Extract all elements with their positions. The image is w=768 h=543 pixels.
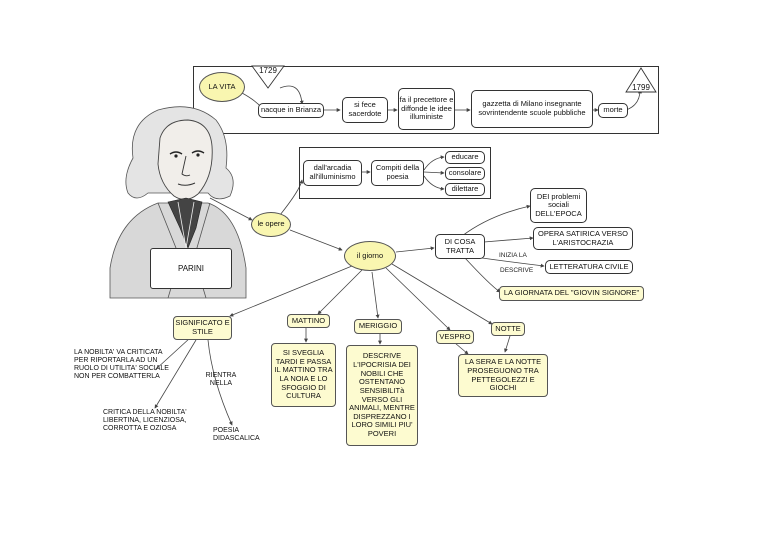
label-inizia: INIZIA LA [499,252,527,259]
link-dicosa-problemi [461,204,531,237]
link-notte-sera [504,335,511,353]
link-significato-didascalica [207,339,233,426]
year-birth-triangle [251,65,285,89]
node-letteratura-civile: LETTERATURA CIVILE [545,260,633,274]
node-morte: morte [598,103,628,118]
node-consolare: consolare [445,167,485,180]
node-compiti: Compiti della poesia [371,160,424,186]
opere-frame [299,147,491,199]
node-dilettare: dilettare [445,183,485,196]
node-la-vita: LA VITA [199,72,245,102]
link-giorno-dicosa [395,246,435,253]
node-le-opere: le opere [251,212,291,237]
link-opere-giorno [289,229,343,251]
link-compiti-educare [423,155,445,171]
link-dicosa-giornata [464,257,501,293]
node-problemi: DEI problemi sociali DELL'EPOCA [530,188,587,223]
node-significato: SIGNIFICATO E STILE [173,316,232,340]
node-educare: educare [445,151,485,164]
link-significato-critica [154,339,197,409]
year-death-triangle [625,67,657,93]
node-nacque: nacque in Brianza [258,103,324,118]
node-giornata: LA GIORNATA DEL "GIOVIN SIGNORE" [499,286,644,301]
label-rientra: RIENTRA NELLA [205,372,237,388]
link-portrait-opere [209,197,253,221]
node-sera-text: LA SERA E LA NOTTE PROSEGUONO TRA PETTEG… [458,354,548,397]
link-dicosa-satirica [483,236,534,243]
node-mattino: MATTINO [287,314,330,328]
text-poesia-didascalica: POESIA DIDASCALICA [213,427,260,443]
year-death: 1799 [632,83,650,92]
node-di-cosa-tratta: DI COSA TRATTA [435,234,485,259]
link-giorno-vespro [385,267,451,331]
link-1729-nacque [279,85,304,105]
node-meriggio: MERIGGIO [354,319,402,334]
label-descrive: DESCRIVE [500,267,534,274]
node-meriggio-text: DESCRIVE L'IPOCRISIA DEI NOBILI CHE OSTE… [346,345,418,446]
node-opera-satirica: OPERA SATIRICA VERSO L'ARISTOCRAZIA [533,227,633,250]
link-opere-arcadia [279,179,304,216]
link-compiti-dilettare [423,175,445,191]
link-giorno-mattino [317,269,363,315]
node-mattino-text: SI SVEGLIA TARDI E PASSA IL MATTINO TRA … [271,343,336,407]
node-precettore: fa il precettore e diffonde le idee illu… [398,88,455,130]
node-sacerdote: si fece sacerdote [342,97,388,123]
link-vespro-sera [454,342,469,355]
year-birth: 1729 [259,66,277,75]
node-vespro: VESPRO [436,330,474,344]
link-compiti-consolare [423,170,445,175]
vita-frame [193,66,659,134]
node-il-giorno: il giorno [344,241,396,271]
link-giorno-meriggio [371,271,380,319]
node-arcadia: dall'arcadia all'illuminismo [303,160,362,186]
node-notte: NOTTE [491,322,525,336]
link-significato-nobilta [154,337,191,371]
parini-label: PARINI [150,248,232,289]
node-gazzetta: gazzetta di Milano insegnante sovrintend… [471,90,593,128]
text-critica-nobilta: CRITICA DELLA NOBILTA' LIBERTINA, LICENZ… [103,409,187,433]
link-giorno-significato [229,265,353,317]
text-nobilta-criticata: LA NOBILTA' VA CRITICATA PER RIPORTARLA … [74,349,169,381]
link-giorno-notte [391,263,493,325]
